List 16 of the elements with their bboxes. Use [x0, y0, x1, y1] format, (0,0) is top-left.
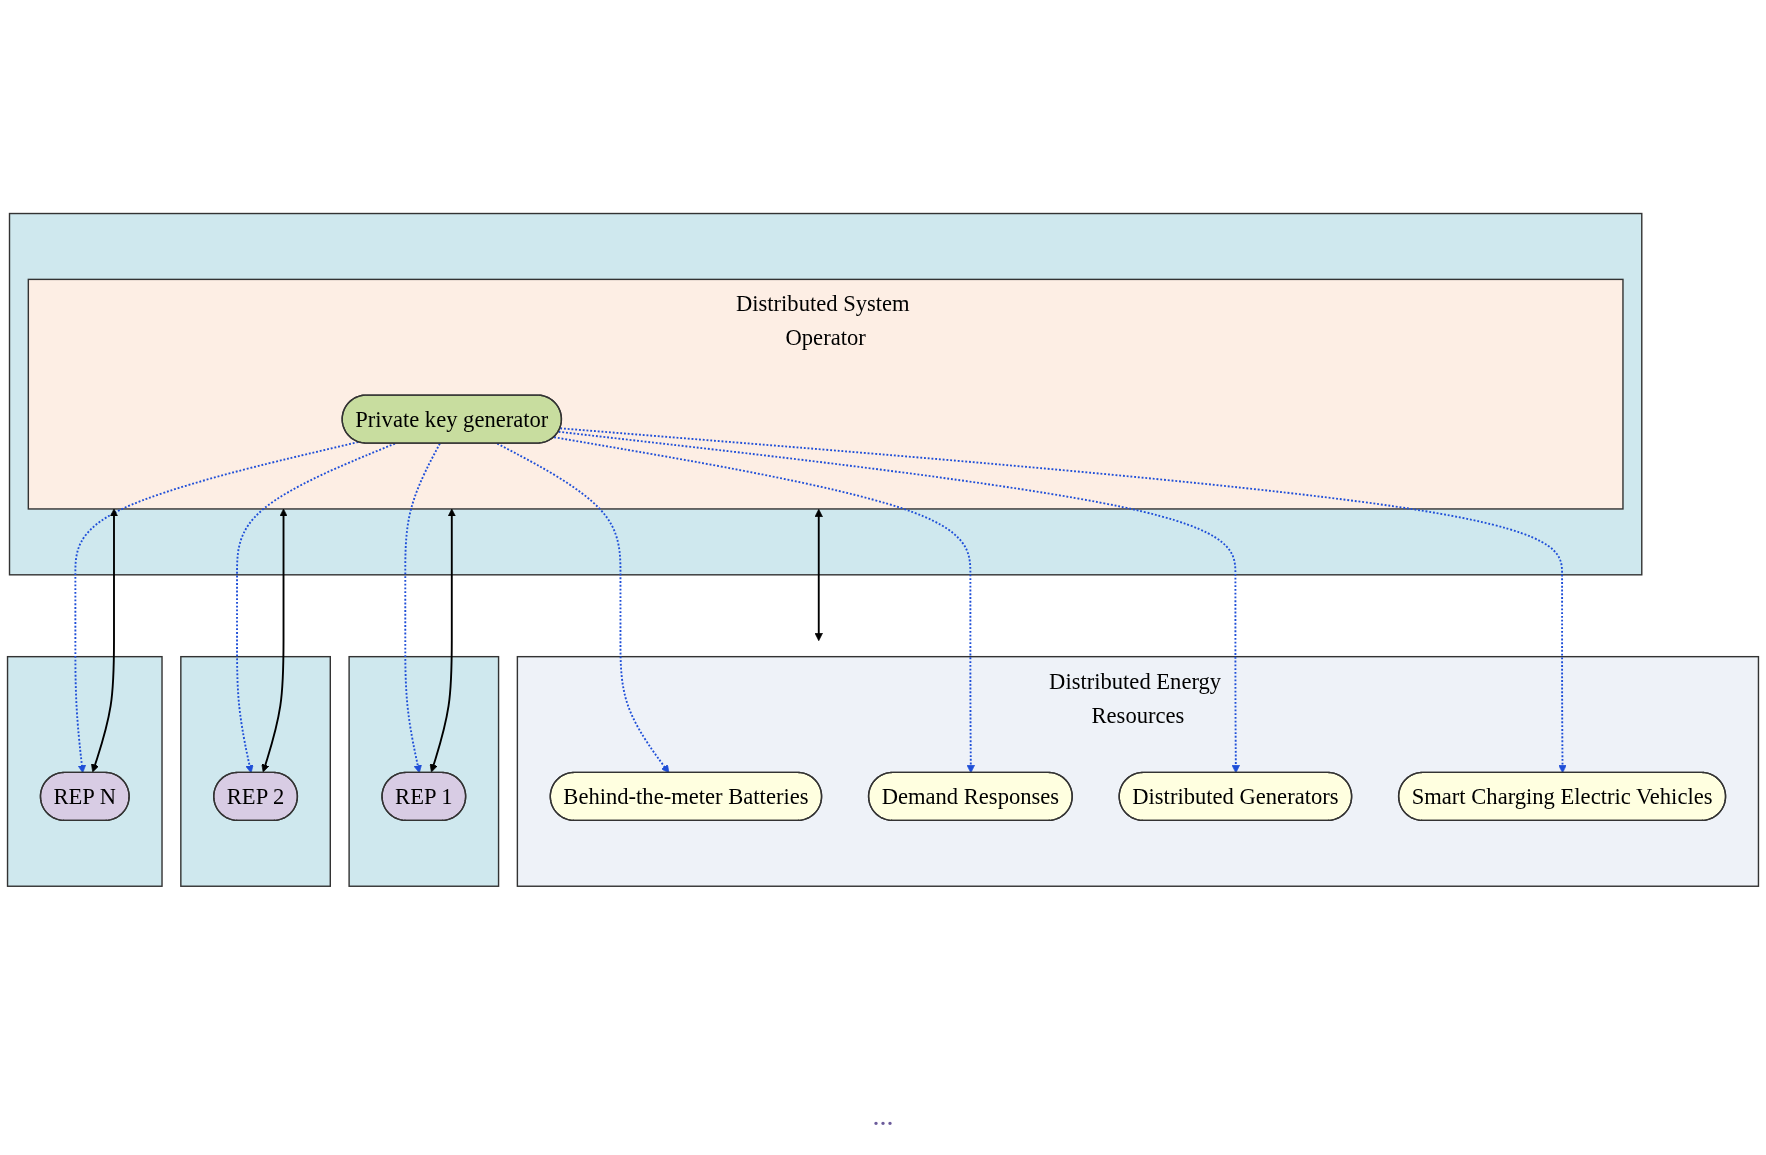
- cluster: [180, 656, 331, 888]
- cluster: [348, 656, 500, 888]
- arrow: [553, 436, 975, 774]
- cluster: [8, 212, 1643, 576]
- ellipsis-text: ...: [872, 1100, 894, 1131]
- arrow: [261, 508, 288, 773]
- arrow: [91, 508, 119, 773]
- arrow: [559, 427, 1567, 774]
- cluster: [6, 656, 163, 888]
- arrow: [814, 509, 823, 642]
- arrow: [404, 442, 441, 774]
- arrow: [496, 442, 670, 774]
- arrow: [236, 442, 396, 774]
- arrow: [74, 441, 360, 774]
- arrow: [557, 430, 1240, 774]
- arrow: [429, 508, 456, 773]
